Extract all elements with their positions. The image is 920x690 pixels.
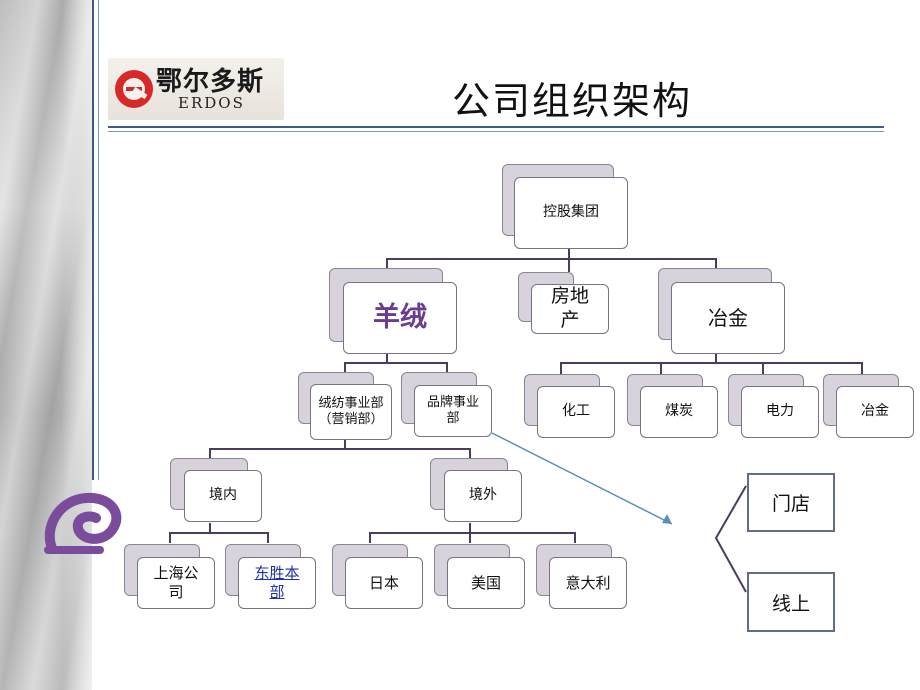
node-label: 电力: [766, 403, 794, 420]
node-real-estate: 房地产: [531, 284, 609, 334]
channel-online-label: 线上: [771, 592, 810, 615]
node-overseas: 境外: [444, 470, 522, 522]
node-label: 控股集团: [543, 204, 599, 221]
node-holding-group: 控股集团: [514, 177, 628, 249]
node-dongsheng-hq[interactable]: 东胜本部: [238, 557, 316, 609]
node-label: 煤炭: [665, 403, 693, 420]
drapery-fade: [62, 0, 102, 690]
node-power: 电力: [741, 386, 819, 438]
node-label: 美国: [470, 573, 501, 592]
node-coal: 煤炭: [640, 386, 718, 438]
channel-store-box: 门店: [747, 473, 835, 532]
node-japan: 日本: [345, 557, 423, 609]
node-label: 羊绒: [373, 302, 427, 334]
node-textile-division: 绒纺事业部（营销部）: [310, 384, 392, 440]
node-label: 上海公司: [153, 564, 199, 601]
node-label: 冶金: [861, 403, 889, 420]
channel-store-label: 门店: [771, 493, 810, 515]
node-label: 境外: [469, 487, 497, 504]
node-brand-division: 品牌事业部: [414, 385, 492, 437]
logo-brand-en: ERDOS: [178, 94, 245, 112]
node-label: 冶金: [708, 305, 748, 330]
node-italy: 意大利: [549, 557, 627, 609]
node-cashmere: 羊绒: [343, 282, 457, 354]
node-label: 绒纺事业部（营销部）: [318, 395, 384, 427]
erdos-logo-mark-icon: [115, 70, 153, 108]
page-title: 公司组织架构: [452, 79, 693, 123]
node-shanghai-company: 上海公司: [137, 557, 215, 609]
left-vertical-rule: [92, 0, 94, 480]
node-label: 化工: [562, 403, 590, 420]
left-vertical-rule-thin: [98, 0, 99, 480]
header-rule-thin: [108, 131, 884, 132]
erdos-logo: 鄂尔多斯 ERDOS: [108, 58, 284, 120]
node-label: 意大利: [565, 573, 611, 592]
node-label: 日本: [368, 573, 399, 592]
header-rule: [108, 126, 884, 128]
purple-swirl-icon: [44, 492, 122, 554]
node-chemical: 化工: [537, 386, 615, 438]
node-metallurgy: 冶金: [671, 282, 785, 354]
dongsheng-hq-link[interactable]: 东胜本部: [254, 564, 300, 601]
node-usa: 美国: [447, 557, 525, 609]
node-metallurgy-sub: 冶金: [836, 386, 914, 438]
node-label: 房地产: [550, 285, 589, 331]
node-domestic: 境内: [184, 470, 262, 522]
node-label: 品牌事业部: [426, 394, 479, 426]
channel-online-box: 线上: [747, 572, 835, 632]
logo-brand-cn: 鄂尔多斯: [156, 67, 265, 97]
node-label: 境内: [209, 487, 237, 504]
